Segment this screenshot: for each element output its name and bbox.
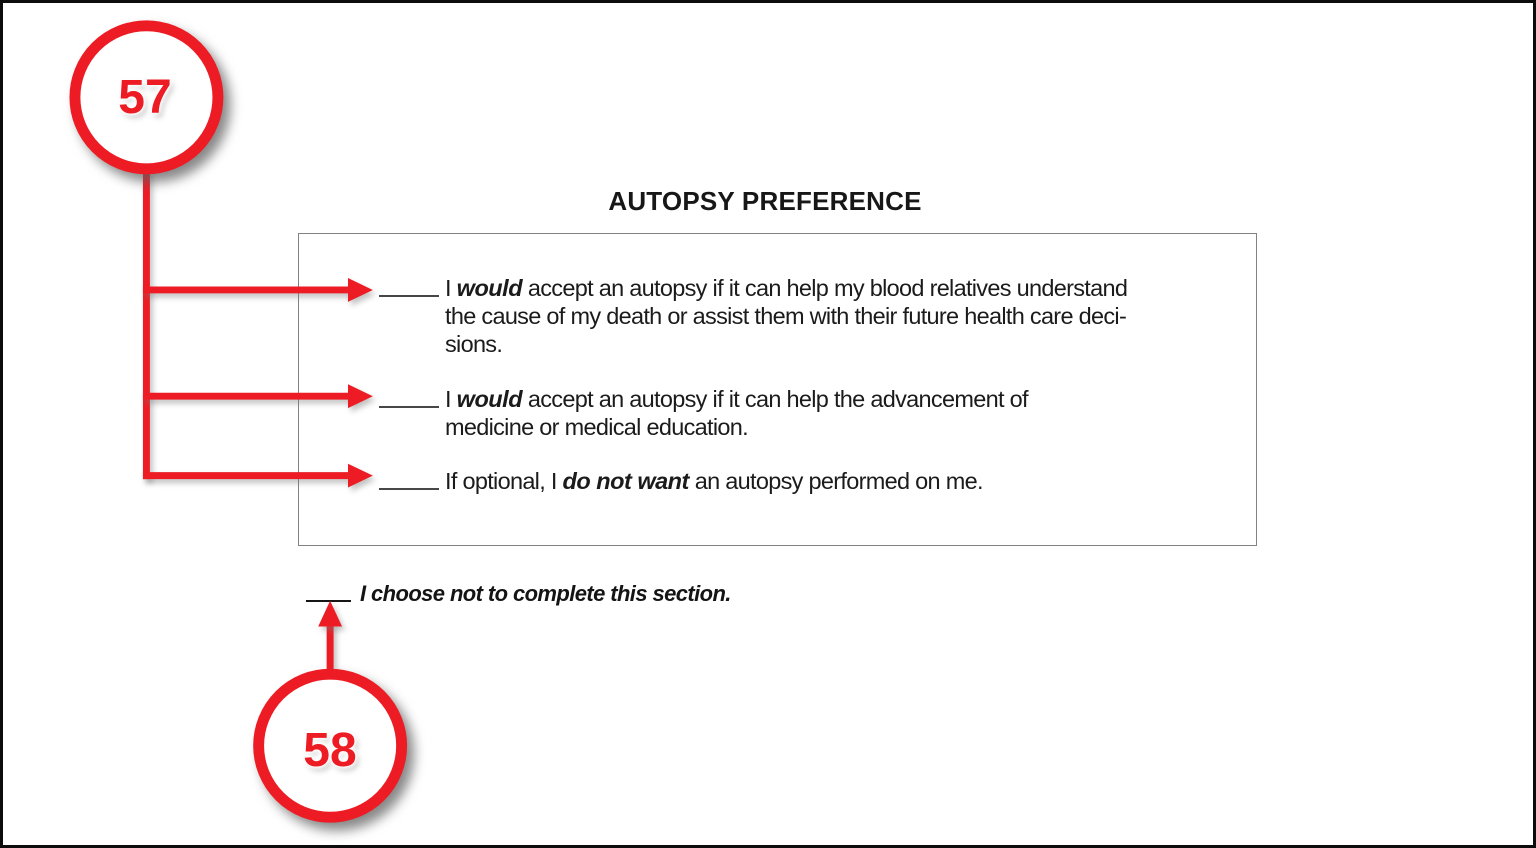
opt-out-blank-line[interactable] [306, 587, 351, 602]
autopsy-option-2: I would accept an autopsy if it can help… [379, 385, 1029, 441]
autopsy-option-1: I would accept an autopsy if it can help… [379, 274, 1128, 358]
option-text-line: If optional, I do not want an autopsy pe… [445, 467, 983, 495]
option-text-line: sions. [445, 331, 503, 357]
autopsy-option-2-text: I would accept an autopsy if it can help… [445, 385, 1029, 441]
callout-58-arrow-head [318, 600, 343, 627]
callout-57-number: 57 [118, 71, 172, 124]
autopsy-option-1-blank-line[interactable] [379, 275, 439, 297]
autopsy-option-1-text: I would accept an autopsy if it can help… [445, 274, 1128, 358]
opt-out-text: I choose not to complete this section. [360, 581, 731, 606]
text-segment: I [445, 386, 457, 412]
text-segment: I [445, 275, 457, 301]
callout-57-circle [69, 20, 224, 175]
text-segment: an autopsy performed on me. [688, 468, 984, 494]
callout-58-circle [253, 668, 408, 823]
option-text-line: medicine or medical education. [445, 414, 749, 440]
emphasized-text: do not want [562, 468, 690, 494]
option-text-line: I would accept an autopsy if it can help… [445, 274, 1128, 302]
autopsy-option-3: If optional, I do not want an autopsy pe… [379, 467, 983, 495]
text-segment: accept an autopsy if it can help the adv… [522, 386, 1029, 412]
text-segment: If optional, I [445, 468, 563, 494]
option-text-line: I would accept an autopsy if it can help… [445, 385, 1029, 413]
option-text-line: the cause of my death or assist them wit… [445, 303, 1127, 329]
autopsy-option-3-blank-line[interactable] [379, 468, 439, 490]
autopsy-option-2-blank-line[interactable] [379, 386, 439, 408]
emphasized-text: would [456, 275, 523, 301]
emphasized-text: would [456, 386, 523, 412]
section-title: AUTOPSY PREFERENCE [608, 186, 922, 216]
autopsy-preference-box [298, 233, 1257, 546]
text-segment: accept an autopsy if it can help my bloo… [522, 275, 1128, 301]
autopsy-option-3-text: If optional, I do not want an autopsy pe… [445, 467, 983, 495]
callout-58-number: 58 [303, 724, 357, 777]
